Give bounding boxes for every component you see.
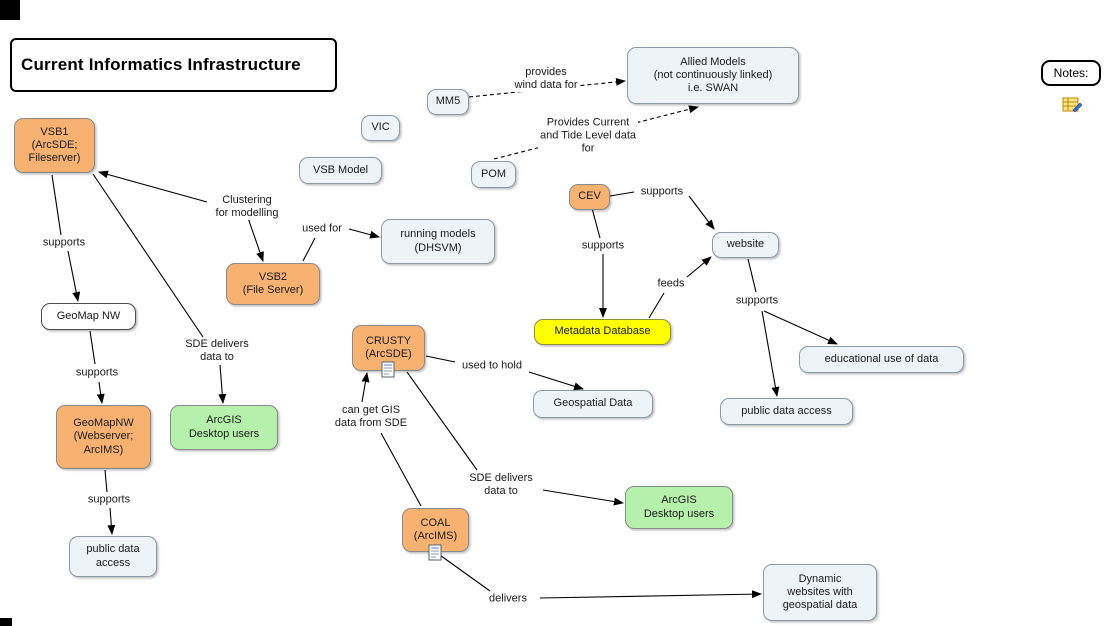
node-vsb-model[interactable]: VSB Model <box>299 157 382 184</box>
link-label-supports-vsb1-geomap[interactable]: supports <box>40 236 88 250</box>
connector-clustering-vsb2 <box>247 217 264 262</box>
node-cev[interactable]: CEV <box>569 184 610 210</box>
node-educational-use[interactable]: educational use of data <box>799 346 964 373</box>
node-metadata-database[interactable]: Metadata Database <box>534 319 671 345</box>
node-mm5[interactable]: MM5 <box>427 89 469 115</box>
connector-coal-cangetgis <box>380 432 422 507</box>
link-label-feeds[interactable]: feeds <box>655 277 687 291</box>
connector-clustering-vsb1 <box>98 170 208 203</box>
link-label-sde-delivers-right[interactable]: SDE delivers data to <box>467 472 535 498</box>
connector-crusty-usedtohold <box>425 355 456 363</box>
link-label-supports-cev-metadata[interactable]: supports <box>579 239 627 253</box>
connector-vsb1-supports <box>51 174 62 236</box>
connector-supports-edu <box>763 310 838 345</box>
node-dynamic-websites[interactable]: Dynamic websites with geospatial data <box>763 564 877 621</box>
link-label-used-for[interactable]: used for <box>300 222 344 236</box>
notes-resource-icon[interactable] <box>1062 97 1082 114</box>
link-label-provides-wind[interactable]: provides wind data for <box>512 66 580 92</box>
node-public-data-access-right[interactable]: public data access <box>720 398 853 425</box>
connector-label-website <box>688 195 715 230</box>
link-label-used-to-hold[interactable]: used to hold <box>460 359 524 373</box>
screen-artifact-top-left <box>0 0 20 20</box>
node-running-models[interactable]: running models (DHSVM) <box>381 219 495 264</box>
node-geomap-nw[interactable]: GeoMap NW <box>41 303 136 330</box>
link-label-sde-delivers-left[interactable]: SDE delivers data to <box>183 338 251 364</box>
connector-supports-geomapnw <box>96 381 105 404</box>
link-label-clustering[interactable]: Clustering for modelling <box>213 194 281 220</box>
node-vsb1[interactable]: VSB1 (ArcSDE; Fileserver) <box>14 118 95 173</box>
node-website[interactable]: website <box>712 232 779 258</box>
link-label-supports-geomapnw-public[interactable]: supports <box>85 493 133 507</box>
connector-coal-delivers <box>436 552 491 592</box>
node-vsb2[interactable]: VSB2 (File Server) <box>226 263 320 305</box>
node-geomapnw-webserver[interactable]: GeoMapNW (Webserver; ArcIMS) <box>56 405 151 469</box>
connector-usedtohold-geospatial <box>528 371 584 391</box>
link-label-provides-current[interactable]: Provides Current and Tide Level data for <box>537 116 639 156</box>
node-vic[interactable]: VIC <box>361 115 400 141</box>
connector-supports-geomap <box>67 250 81 302</box>
node-allied-models[interactable]: Allied Models (not continuously linked) … <box>627 47 799 104</box>
crusty-resource-icon[interactable] <box>381 361 396 378</box>
connector-sde-arcgisleft <box>218 364 227 404</box>
node-pom[interactable]: POM <box>471 161 516 188</box>
connector-vsb2-usedfor <box>302 237 316 262</box>
connector-metadata-feeds <box>648 292 665 319</box>
link-label-can-get-gis[interactable]: can get GIS data from SDE <box>332 404 410 430</box>
notes-box[interactable]: Notes: <box>1041 60 1101 86</box>
link-label-supports-geomap-geomapnw[interactable]: supports <box>73 366 121 380</box>
connector-vsb1-sde <box>92 173 204 338</box>
connector-supports-publicright <box>761 310 780 397</box>
link-label-supports-website[interactable]: supports <box>733 294 781 308</box>
connector-cangetgis-crusty <box>361 372 370 403</box>
node-arcgis-desktop-users-left[interactable]: ArcGIS Desktop users <box>170 405 278 450</box>
connector-geomap-supports <box>89 330 96 365</box>
connector-supports-publicleft <box>107 507 116 535</box>
connector-geomapnw-supports <box>104 469 108 493</box>
connector-cev-label <box>609 191 635 197</box>
node-arcgis-desktop-users-right[interactable]: ArcGIS Desktop users <box>625 486 733 529</box>
connector-website-supports <box>747 258 757 293</box>
connector-feeds-website <box>686 256 712 278</box>
connector-delivers-dynamic <box>539 590 762 599</box>
link-label-delivers[interactable]: delivers <box>487 592 529 606</box>
link-label-supports-cev-website[interactable]: supports <box>638 185 686 199</box>
connector-sde2-arcgisright <box>542 489 624 506</box>
coal-resource-icon[interactable] <box>428 544 443 561</box>
screen-artifact-bottom-left <box>0 618 12 626</box>
connector-crusty-sde2 <box>406 371 478 471</box>
map-title: Current Informatics Infrastructure <box>10 38 337 92</box>
connector-usedfor-running <box>348 228 380 239</box>
node-public-data-access-left[interactable]: public data access <box>69 536 157 577</box>
node-geospatial-data[interactable]: Geospatial Data <box>533 390 653 418</box>
